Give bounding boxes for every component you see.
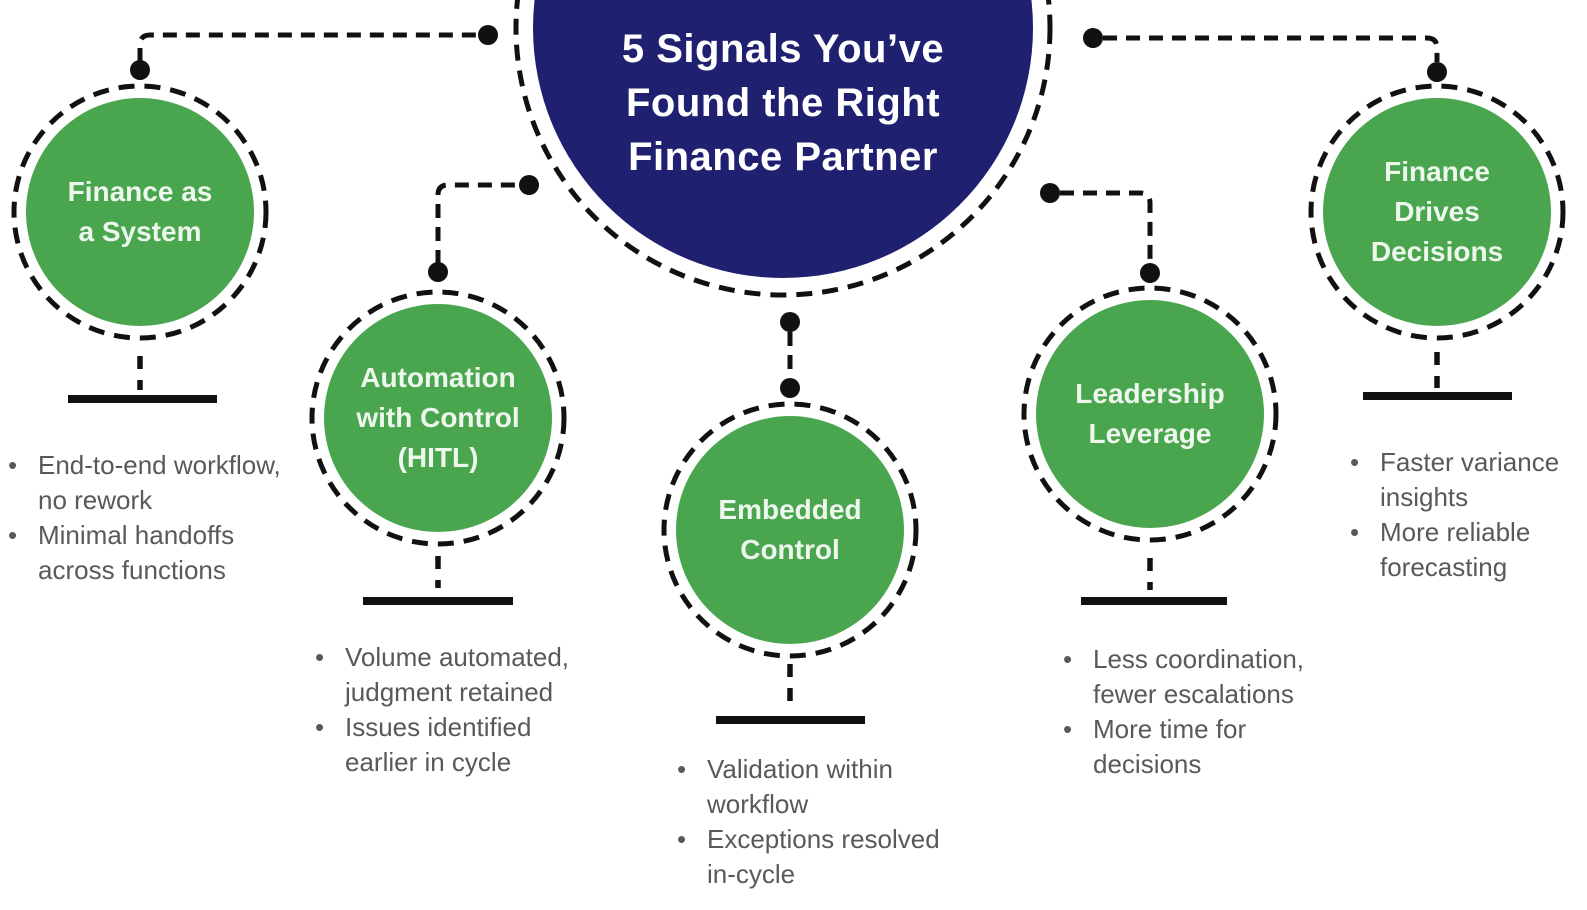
central-title-line: Found the Right bbox=[625, 81, 941, 125]
bullet-dot-icon: • bbox=[1063, 714, 1073, 744]
bullet-text: Less coordination, fewer escalations bbox=[1093, 644, 1305, 709]
bullet-dot-icon: • bbox=[677, 754, 687, 784]
signal-label-line: Control bbox=[740, 534, 840, 565]
stand-bar-4 bbox=[1081, 597, 1227, 605]
connector-line-4 bbox=[1060, 190, 1153, 263]
bullet-item: • Less coordination, fewer escalations bbox=[1063, 642, 1343, 712]
signal-label-line: Leverage bbox=[1088, 418, 1212, 449]
central-circle bbox=[533, 0, 1033, 278]
connector-dot-icon bbox=[1083, 28, 1103, 48]
signal-label-line: (HITL) bbox=[397, 442, 479, 473]
signal-ring-5 bbox=[1308, 83, 1566, 341]
connector-dot-icon bbox=[780, 312, 800, 332]
bullet-text: Volume automated, judgment retained bbox=[345, 642, 570, 707]
connector-line-2 bbox=[435, 182, 520, 264]
central-title-line: 5 Signals You’ve bbox=[621, 27, 945, 71]
bullet-item: • Faster variance insights bbox=[1350, 445, 1587, 515]
bullet-dot-icon: • bbox=[677, 824, 687, 854]
signal-label-finance-drives-decisions: Finance Drives Decisions bbox=[1322, 97, 1552, 327]
signal-ring-1 bbox=[11, 83, 269, 341]
bullet-text: Issues identified earlier in cycle bbox=[345, 712, 532, 777]
connector-dot-icon bbox=[1140, 263, 1160, 283]
bullet-dot-icon: • bbox=[8, 450, 18, 480]
connector-dot-icon bbox=[130, 60, 150, 80]
signal-label-line: Embedded bbox=[718, 494, 862, 525]
bullet-list-automation-with-control: • Volume automated, judgment retained • … bbox=[315, 640, 595, 780]
bullet-text: Validation within workflow bbox=[707, 754, 893, 819]
bullet-dot-icon: • bbox=[1350, 517, 1360, 547]
bullet-list-leadership-leverage: • Less coordination, fewer escalations •… bbox=[1063, 642, 1343, 782]
signal-ring-3 bbox=[661, 401, 919, 659]
bullet-text: Minimal handoffs across functions bbox=[38, 520, 235, 585]
bullet-dot-icon: • bbox=[315, 712, 325, 742]
bullet-dot-icon: • bbox=[1063, 644, 1073, 674]
signal-circle-5 bbox=[1323, 98, 1551, 326]
signal-label-finance-as-a-system: Finance as a System bbox=[25, 97, 255, 327]
bullet-item: • Minimal handoffs across functions bbox=[8, 518, 308, 588]
bullet-item: • More time for decisions bbox=[1063, 712, 1343, 782]
bullet-item: • Validation within workflow bbox=[677, 752, 967, 822]
signal-circle-1 bbox=[26, 98, 254, 326]
bullet-list-embedded-control: • Validation within workflow • Exception… bbox=[677, 752, 967, 892]
bullet-dot-icon: • bbox=[315, 642, 325, 672]
bullet-text: Exceptions resolved in-cycle bbox=[707, 824, 940, 889]
signal-label-line: Automation bbox=[360, 362, 516, 393]
signal-ring-2 bbox=[309, 289, 567, 547]
connector-dot-icon bbox=[478, 25, 498, 45]
connector-dot-icon bbox=[780, 378, 800, 398]
signal-label-line: with Control bbox=[356, 402, 520, 433]
signal-label-line: Finance bbox=[1384, 156, 1490, 187]
signal-label-line: Finance as bbox=[67, 176, 213, 207]
connector-line-1 bbox=[137, 32, 478, 62]
bullet-item: • Volume automated, judgment retained bbox=[315, 640, 595, 710]
bullet-dot-icon: • bbox=[8, 520, 18, 550]
signal-label-line: Decisions bbox=[1370, 236, 1504, 267]
bullet-dot-icon: • bbox=[1350, 447, 1360, 477]
signal-label-line: Drives bbox=[1394, 196, 1480, 227]
central-title-line: Finance Partner bbox=[628, 135, 938, 179]
signal-label-line: a System bbox=[78, 216, 202, 247]
stand-bar-3 bbox=[716, 716, 865, 724]
signal-label-leadership-leverage: Leadership Leverage bbox=[1035, 299, 1265, 529]
signal-ring-4 bbox=[1021, 285, 1279, 543]
stand-bar-1 bbox=[68, 395, 217, 403]
signal-label-embedded-control: Embedded Control bbox=[675, 415, 905, 645]
bullet-item: • Issues identified earlier in cycle bbox=[315, 710, 595, 780]
signal-label-line: Leadership bbox=[1075, 378, 1225, 409]
central-title: 5 Signals You’ve Found the Right Finance… bbox=[533, 22, 1033, 184]
central-dashed-ring bbox=[513, 0, 1053, 298]
stand-bar-5 bbox=[1363, 392, 1512, 400]
connector-dot-icon bbox=[1040, 183, 1060, 203]
signal-label-automation-with-control: Automation with Control (HITL) bbox=[323, 303, 553, 533]
connector-dot-icon bbox=[519, 175, 539, 195]
bullet-item: • End-to-end workflow, no rework bbox=[8, 448, 308, 518]
bullet-text: Faster variance insights bbox=[1380, 447, 1560, 512]
bullet-text: End-to-end workflow, no rework bbox=[38, 450, 281, 515]
bullet-item: • More reliable forecasting bbox=[1350, 515, 1587, 585]
stand-bar-2 bbox=[363, 597, 513, 605]
connector-dot-icon bbox=[428, 262, 448, 282]
bullet-text: More time for decisions bbox=[1093, 714, 1247, 779]
signal-circle-4 bbox=[1036, 300, 1264, 528]
bullet-list-finance-as-a-system: • End-to-end workflow, no rework • Minim… bbox=[8, 448, 308, 588]
signal-circle-2 bbox=[324, 304, 552, 532]
connector-dot-icon bbox=[1427, 62, 1447, 82]
signal-circle-3 bbox=[676, 416, 904, 644]
bullet-item: • Exceptions resolved in-cycle bbox=[677, 822, 967, 892]
connector-line-5 bbox=[1103, 35, 1440, 62]
bullet-text: More reliable forecasting bbox=[1380, 517, 1531, 582]
bullet-list-finance-drives-decisions: • Faster variance insights • More reliab… bbox=[1350, 445, 1587, 585]
